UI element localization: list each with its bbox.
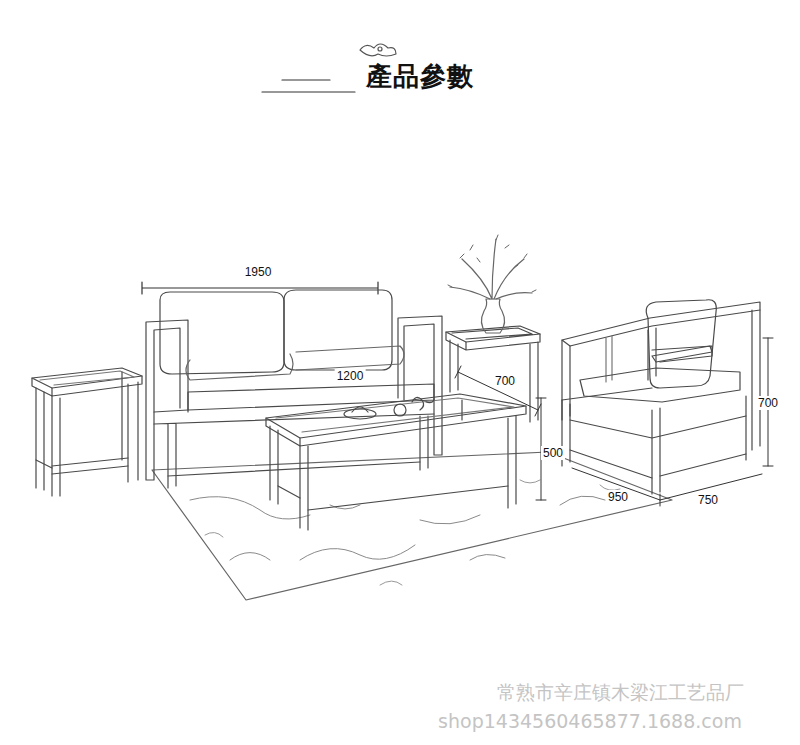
coffee-table-stroke <box>394 404 406 416</box>
coffee-table-stroke <box>266 406 526 446</box>
left-side-table-stroke <box>32 376 142 396</box>
title-ornament-stroke <box>360 44 396 56</box>
coffee-table-stroke <box>270 426 308 530</box>
left-side-table-stroke <box>36 458 128 474</box>
armchair <box>562 300 760 494</box>
sofa <box>142 282 442 488</box>
armchair-stroke <box>752 310 760 450</box>
coffee-table-stroke <box>276 398 514 432</box>
flower-vase <box>448 235 536 333</box>
back-side-table-stroke <box>446 332 540 350</box>
watermark: shop1434560465877.1688.com <box>438 710 742 732</box>
watermark: 常熟市辛庄镇木梁江工艺品厂 <box>497 681 744 703</box>
back-side-table-stroke <box>446 326 540 342</box>
sofa-stroke <box>168 462 420 476</box>
flower-vase-stroke <box>448 235 536 292</box>
dimension-value: 1950 <box>243 265 274 279</box>
sofa-stroke <box>284 290 392 370</box>
dimension-lines <box>455 338 773 506</box>
coffee-table <box>266 394 526 530</box>
left-side-table-stroke <box>32 368 142 388</box>
left-side-table <box>32 368 142 496</box>
coffee-table-stroke <box>266 394 526 438</box>
coffee-table-stroke <box>344 409 376 419</box>
sofa-stroke <box>146 320 188 480</box>
armchair-stroke <box>562 346 712 400</box>
rug-stroke <box>205 480 620 585</box>
armchair-stroke <box>562 302 760 346</box>
title-ornament-stroke <box>262 80 355 92</box>
flower-vase-stroke <box>481 299 504 333</box>
rug-stroke <box>190 496 605 560</box>
dimension-lines-stroke <box>455 366 541 416</box>
dimension-value: 1200 <box>335 369 366 383</box>
dimension-value: 750 <box>696 493 720 507</box>
sofa-stroke <box>188 384 434 410</box>
coffee-table-stroke <box>278 486 508 510</box>
coffee-table-stroke <box>412 397 434 410</box>
dimension-value: 700 <box>756 396 780 410</box>
armchair-stroke <box>562 328 656 420</box>
page-title: 產品參數 <box>366 59 474 94</box>
title-ornament-stroke <box>378 47 382 51</box>
coffee-table-stroke <box>462 400 516 508</box>
armchair-stroke <box>570 416 746 478</box>
rug <box>152 452 672 600</box>
left-side-table-stroke <box>40 371 134 385</box>
sofa-stroke <box>160 292 284 374</box>
dimension-value: 500 <box>541 446 565 460</box>
left-side-table-stroke <box>122 372 138 482</box>
left-side-table-stroke <box>36 388 60 496</box>
sofa-stroke <box>186 354 293 380</box>
dimension-value: 700 <box>493 374 517 388</box>
coffee-table-stroke <box>352 407 368 412</box>
armchair-stroke <box>562 396 746 494</box>
armchair-stroke <box>580 368 740 402</box>
dimension-value: 950 <box>606 490 630 504</box>
rug-stroke <box>152 452 672 600</box>
flower-vase-stroke <box>450 239 532 299</box>
sofa-stroke <box>296 346 404 370</box>
armchair-stroke <box>646 300 716 388</box>
